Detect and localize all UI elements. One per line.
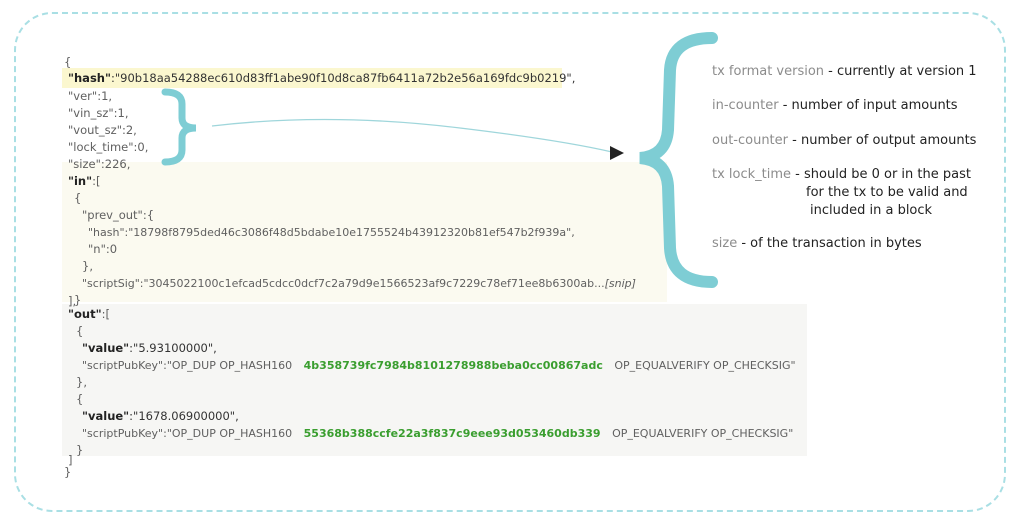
annotation-in-counter: in-counter - number of input amounts (712, 98, 958, 113)
out2-spk-prefix: "scriptPubKey":"OP_DUP OP_HASH160 (82, 427, 293, 440)
json-lock-time: "lock_time":0, (68, 140, 149, 154)
desc-lock-time-line3: included in a block (810, 203, 933, 218)
desc-lock-time: - should be 0 or in the past (791, 167, 971, 182)
in-section-highlight (62, 162, 667, 302)
script-sig: "scriptSig":"3045022100c1efcad5cdcc0dcf7… (82, 277, 605, 290)
json-vin-sz: "vin_sz":1, (68, 106, 129, 120)
in-key: "in" (68, 174, 93, 188)
json-out1-close: }, (76, 375, 87, 389)
json-prev-close: }, (82, 259, 93, 273)
json-open-brace: { (64, 55, 72, 69)
json-out1-spk: "scriptPubKey":"OP_DUP OP_HASH160 4b3587… (82, 357, 796, 374)
json-in-close-visible: ], (68, 294, 77, 308)
json-vout-sz: "vout_sz":2, (68, 123, 137, 137)
annotation-lock-time: tx lock_time - should be 0 or in the pas… (712, 167, 971, 182)
json-out1-value: "value":"5.93100000", (82, 340, 217, 357)
annotation-out-counter: out-counter - number of output amounts (712, 133, 976, 148)
out-key: "out" (68, 307, 102, 321)
dashed-frame (14, 12, 1006, 512)
json-out2-close: } (76, 443, 84, 457)
json-close-brace: } (64, 465, 72, 479)
out1-spk-suffix: OP_EQUALVERIFY OP_CHECKSIG" (614, 359, 796, 372)
term-in-counter: in-counter (712, 98, 779, 113)
desc-size: - of the transaction in bytes (737, 236, 922, 251)
in-open: :[ (92, 174, 101, 188)
out2-value-key: "value" (82, 409, 130, 423)
out2-value: :"1678.06900000", (129, 409, 239, 423)
connector-line (211, 118, 613, 153)
hash-highlight (62, 68, 562, 88)
json-prev-hash: "hash":"18798f8795ded46c3086f48d5bdabe10… (88, 226, 575, 239)
json-in-brace-open: { (74, 191, 82, 205)
term-size: size (712, 236, 738, 251)
hash-key: "hash" (68, 71, 111, 85)
large-brace-icon (639, 32, 718, 288)
term-lock-time: tx lock_time (712, 167, 792, 182)
snip-label: [snip] (604, 277, 636, 290)
term-tx-format-version: tx format version (712, 64, 825, 79)
out1-pubkey-hash: 4b358739fc7984b8101278988beba0cc00867adc (303, 359, 603, 372)
json-ver: "ver":1, (68, 89, 113, 103)
hash-value: :"90b18aa54288ec610d83ff1abe90f10d8ca87f… (110, 71, 576, 85)
arrow-head-icon (610, 146, 624, 160)
json-out-close: ] (68, 453, 73, 467)
out-section-highlight (62, 304, 807, 456)
json-out-line: "out":[ (68, 306, 110, 323)
json-hash-line: "hash":"90b18aa54288ec610d83ff1abe90f10d… (68, 70, 575, 87)
json-prev-out: "prev_out":{ (82, 208, 155, 222)
term-out-counter: out-counter (712, 133, 789, 148)
out1-value: :"5.93100000", (129, 341, 217, 355)
json-size: "size":226, (68, 157, 131, 171)
json-prev-n: "n":0 (88, 242, 118, 256)
desc-lock-time-line2: for the tx to be valid and (806, 185, 968, 200)
out-open: :[ (101, 307, 110, 321)
desc-out-counter: - number of output amounts (788, 133, 977, 148)
annotation-tx-format-version: tx format version - currently at version… (712, 64, 977, 79)
out1-value-key: "value" (82, 341, 130, 355)
out1-spk-prefix: "scriptPubKey":"OP_DUP OP_HASH160 (82, 359, 293, 372)
desc-tx-format-version: - currently at version 1 (824, 64, 977, 79)
json-in-line: "in":[ (68, 173, 101, 190)
json-out2-spk: "scriptPubKey":"OP_DUP OP_HASH160 55368b… (82, 425, 793, 442)
json-out1-open: { (76, 324, 84, 338)
annotation-size: size - of the transaction in bytes (712, 236, 922, 251)
json-script-sig: "scriptSig":"3045022100c1efcad5cdcc0dcf7… (82, 275, 636, 292)
json-in-brace-close: } (74, 293, 82, 307)
out2-pubkey-hash: 55368b388ccfe22a3f837c9eee93d053460db339 (303, 427, 601, 440)
out2-spk-suffix: OP_EQUALVERIFY OP_CHECKSIG" (612, 427, 794, 440)
json-out2-open: { (76, 392, 84, 406)
small-brace-icon (161, 88, 197, 166)
json-out2-value: "value":"1678.06900000", (82, 408, 239, 425)
desc-in-counter: - number of input amounts (778, 98, 958, 113)
